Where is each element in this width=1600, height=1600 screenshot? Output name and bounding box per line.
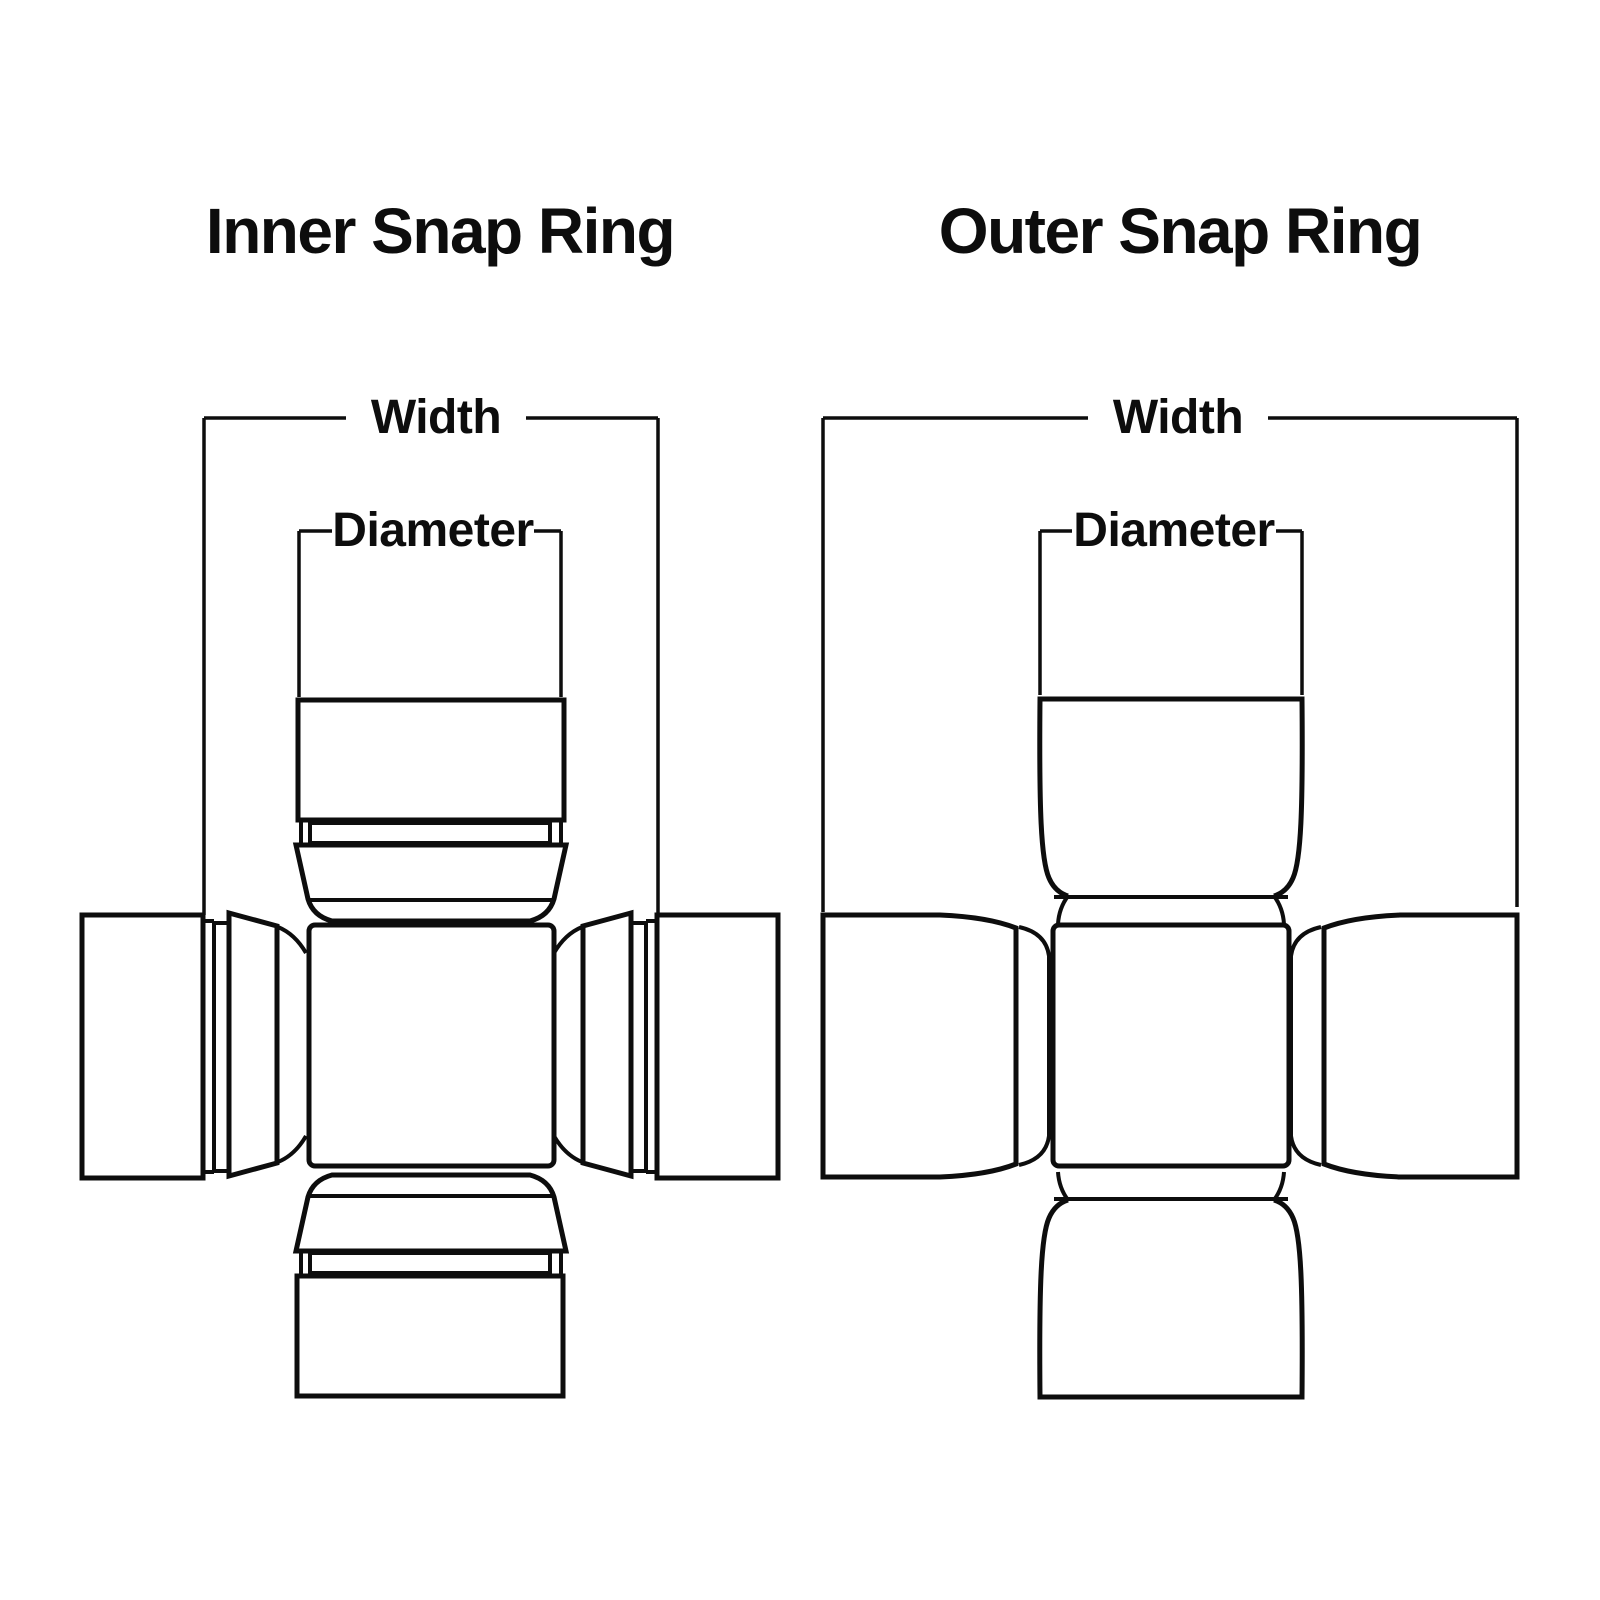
inner-width-label: Width — [371, 391, 501, 444]
inner-diameter-dimension: Diameter — [297, 504, 563, 697]
outer-bottom-trunnion — [1037, 1171, 1305, 1400]
outer-right-trunnion — [1289, 912, 1520, 1180]
outer-left-trunnion — [820, 912, 1051, 1180]
inner-right-seal — [580, 909, 634, 1180]
inner-right-bearing-cap — [654, 912, 781, 1181]
outer-left-bearing-cap — [820, 912, 1019, 1180]
inner-top-snap-ring-band — [308, 821, 552, 845]
outer-snap-ring-figure: Outer Snap Ring Width Diameter — [820, 195, 1520, 1400]
inner-top-seal — [292, 842, 570, 924]
inner-right-seal-shoulder-top — [552, 925, 583, 955]
inner-top-bearing-cap — [295, 697, 567, 823]
outer-cross-body — [1050, 922, 1292, 1169]
outer-bottom-seal-shoulder-left — [1056, 1171, 1070, 1202]
outer-top-trunnion — [1037, 696, 1305, 925]
outer-bottom-bearing-cap — [1037, 1197, 1305, 1400]
inner-diameter-label: Diameter — [332, 504, 533, 557]
inner-bottom-snap-ring-band — [308, 1251, 552, 1275]
inner-left-seal — [226, 909, 280, 1180]
inner-snap-ring-figure: Inner Snap Ring Width Diameter — [79, 195, 781, 1399]
inner-bottom-trunnion — [292, 1172, 570, 1399]
outer-top-seal-shoulder-left — [1056, 894, 1070, 925]
outer-right-seal-boot — [1289, 925, 1322, 1167]
outer-left-seal-boot — [1018, 925, 1051, 1167]
outer-right-bearing-cap — [1321, 912, 1520, 1180]
outer-diameter-dimension: Diameter — [1038, 504, 1304, 695]
inner-bottom-bearing-cap — [294, 1273, 566, 1399]
outer-width-label: Width — [1113, 391, 1243, 444]
inner-left-seal-shoulder-top — [277, 925, 308, 955]
inner-right-seal-shoulder-bottom — [552, 1134, 583, 1164]
outer-bottom-seal-shoulder-right — [1272, 1171, 1286, 1202]
inner-top-trunnion — [292, 697, 570, 924]
inner-left-seal-shoulder-bottom — [277, 1134, 308, 1164]
outer-figure-title: Outer Snap Ring — [939, 195, 1421, 267]
inner-left-trunnion — [79, 909, 308, 1181]
inner-bottom-seal — [292, 1172, 570, 1254]
outer-diameter-label: Diameter — [1073, 504, 1274, 557]
inner-cross-body — [306, 922, 557, 1169]
inner-width-dimension: Width — [202, 391, 660, 915]
inner-left-bearing-cap — [79, 912, 206, 1181]
inner-figure-title: Inner Snap Ring — [206, 195, 674, 267]
inner-right-trunnion — [552, 909, 781, 1181]
outer-top-seal-shoulder-right — [1272, 894, 1286, 925]
outer-top-bearing-cap — [1037, 696, 1305, 899]
outer-width-dimension: Width — [821, 391, 1519, 912]
